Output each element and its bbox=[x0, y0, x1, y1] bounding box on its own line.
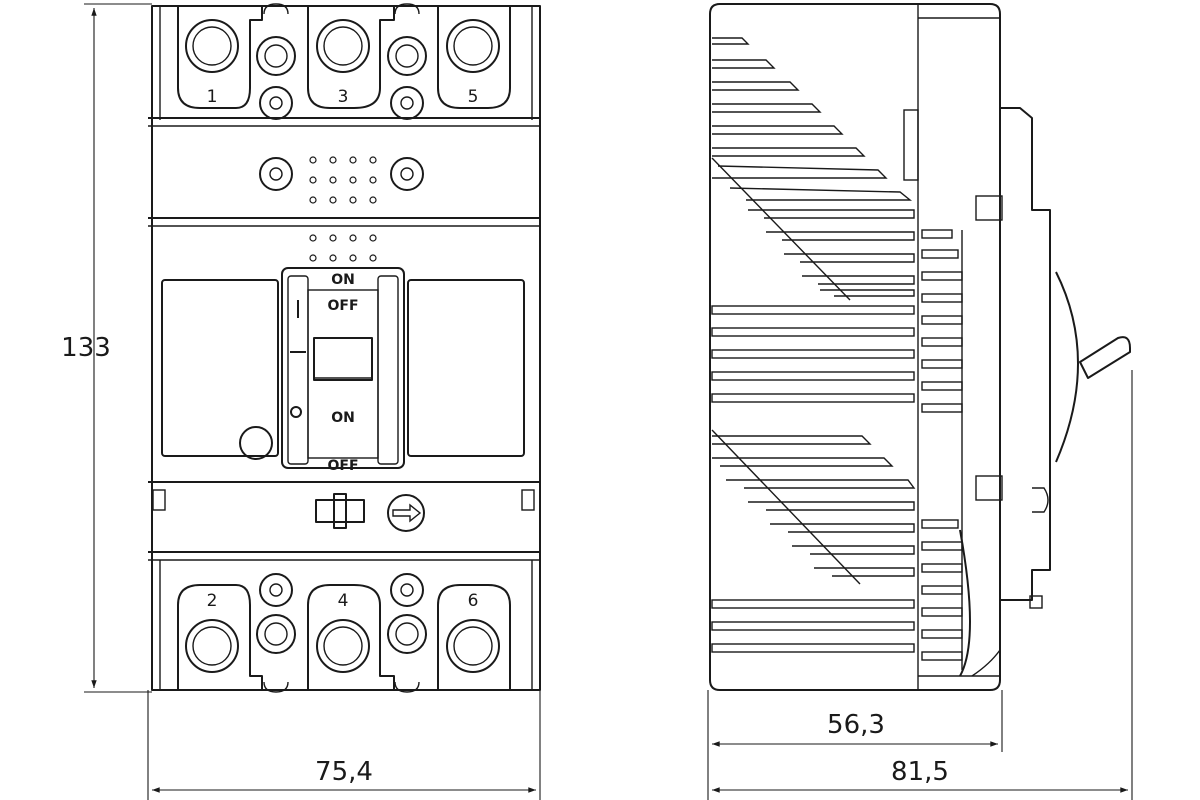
vent-dots-lower bbox=[309, 234, 377, 262]
terminal-screw-6 bbox=[446, 619, 500, 673]
handle-dome bbox=[1055, 271, 1079, 463]
aux-screw-top-a bbox=[256, 36, 296, 76]
label-plate-right bbox=[407, 279, 525, 457]
side-step-ribs bbox=[921, 229, 963, 670]
terminal-screw-4 bbox=[316, 619, 370, 673]
front-view: 1 3 5 ON OFF bbox=[148, 3, 541, 693]
cooling-ribs-lower bbox=[711, 429, 916, 653]
vent-dots-upper bbox=[309, 156, 377, 204]
terminal-screw-5 bbox=[446, 19, 500, 73]
label-plate-left bbox=[161, 279, 279, 457]
height-dimension: 133 bbox=[61, 3, 152, 693]
terminal-label-6: 6 bbox=[468, 591, 479, 611]
cooling-ribs-middle bbox=[711, 305, 915, 403]
mounting-clip bbox=[1000, 107, 1051, 601]
width-dimension-label: 75,4 bbox=[315, 757, 373, 787]
total-depth-label: 81,5 bbox=[891, 757, 949, 787]
side-view bbox=[709, 3, 1131, 691]
rotary-adjust-knob bbox=[387, 494, 425, 532]
test-button bbox=[239, 426, 273, 460]
terminal-label-4: 4 bbox=[338, 591, 349, 611]
height-dimension-label: 133 bbox=[61, 333, 111, 363]
aux-screw-top-b bbox=[387, 36, 427, 76]
bottom-terminal-block bbox=[177, 573, 511, 693]
switch-label-off-upper: OFF bbox=[327, 298, 358, 314]
side-toggle-lever bbox=[1079, 336, 1131, 379]
cover-screw-right bbox=[390, 157, 424, 191]
terminal-label-1: 1 bbox=[207, 87, 218, 107]
handle-frame bbox=[281, 267, 405, 469]
toggle-lever bbox=[313, 337, 373, 381]
terminal-screw-1 bbox=[185, 19, 239, 73]
terminal-screw-3 bbox=[316, 19, 370, 73]
switch-label-off-lower: OFF bbox=[327, 458, 358, 474]
cover-screw-left bbox=[259, 157, 293, 191]
cooling-ribs-upper bbox=[711, 37, 915, 301]
terminal-screw-2 bbox=[185, 619, 239, 673]
switch-label-on-top: ON bbox=[331, 272, 355, 288]
terminal-label-2: 2 bbox=[207, 591, 218, 611]
body-depth-label: 56,3 bbox=[827, 710, 885, 740]
body-depth-dimension: 56,3 bbox=[707, 690, 1003, 800]
top-terminal-block bbox=[177, 3, 511, 120]
switch-label-on-lower: ON bbox=[331, 410, 355, 426]
total-depth-dimension: 81,5 bbox=[711, 370, 1133, 800]
side-housing-outline bbox=[709, 3, 1001, 691]
arrow-right-icon bbox=[392, 503, 422, 523]
adjust-slider bbox=[315, 493, 365, 529]
terminal-label-5: 5 bbox=[468, 87, 479, 107]
terminal-label-3: 3 bbox=[338, 87, 349, 107]
width-dimension: 75,4 bbox=[147, 690, 541, 800]
